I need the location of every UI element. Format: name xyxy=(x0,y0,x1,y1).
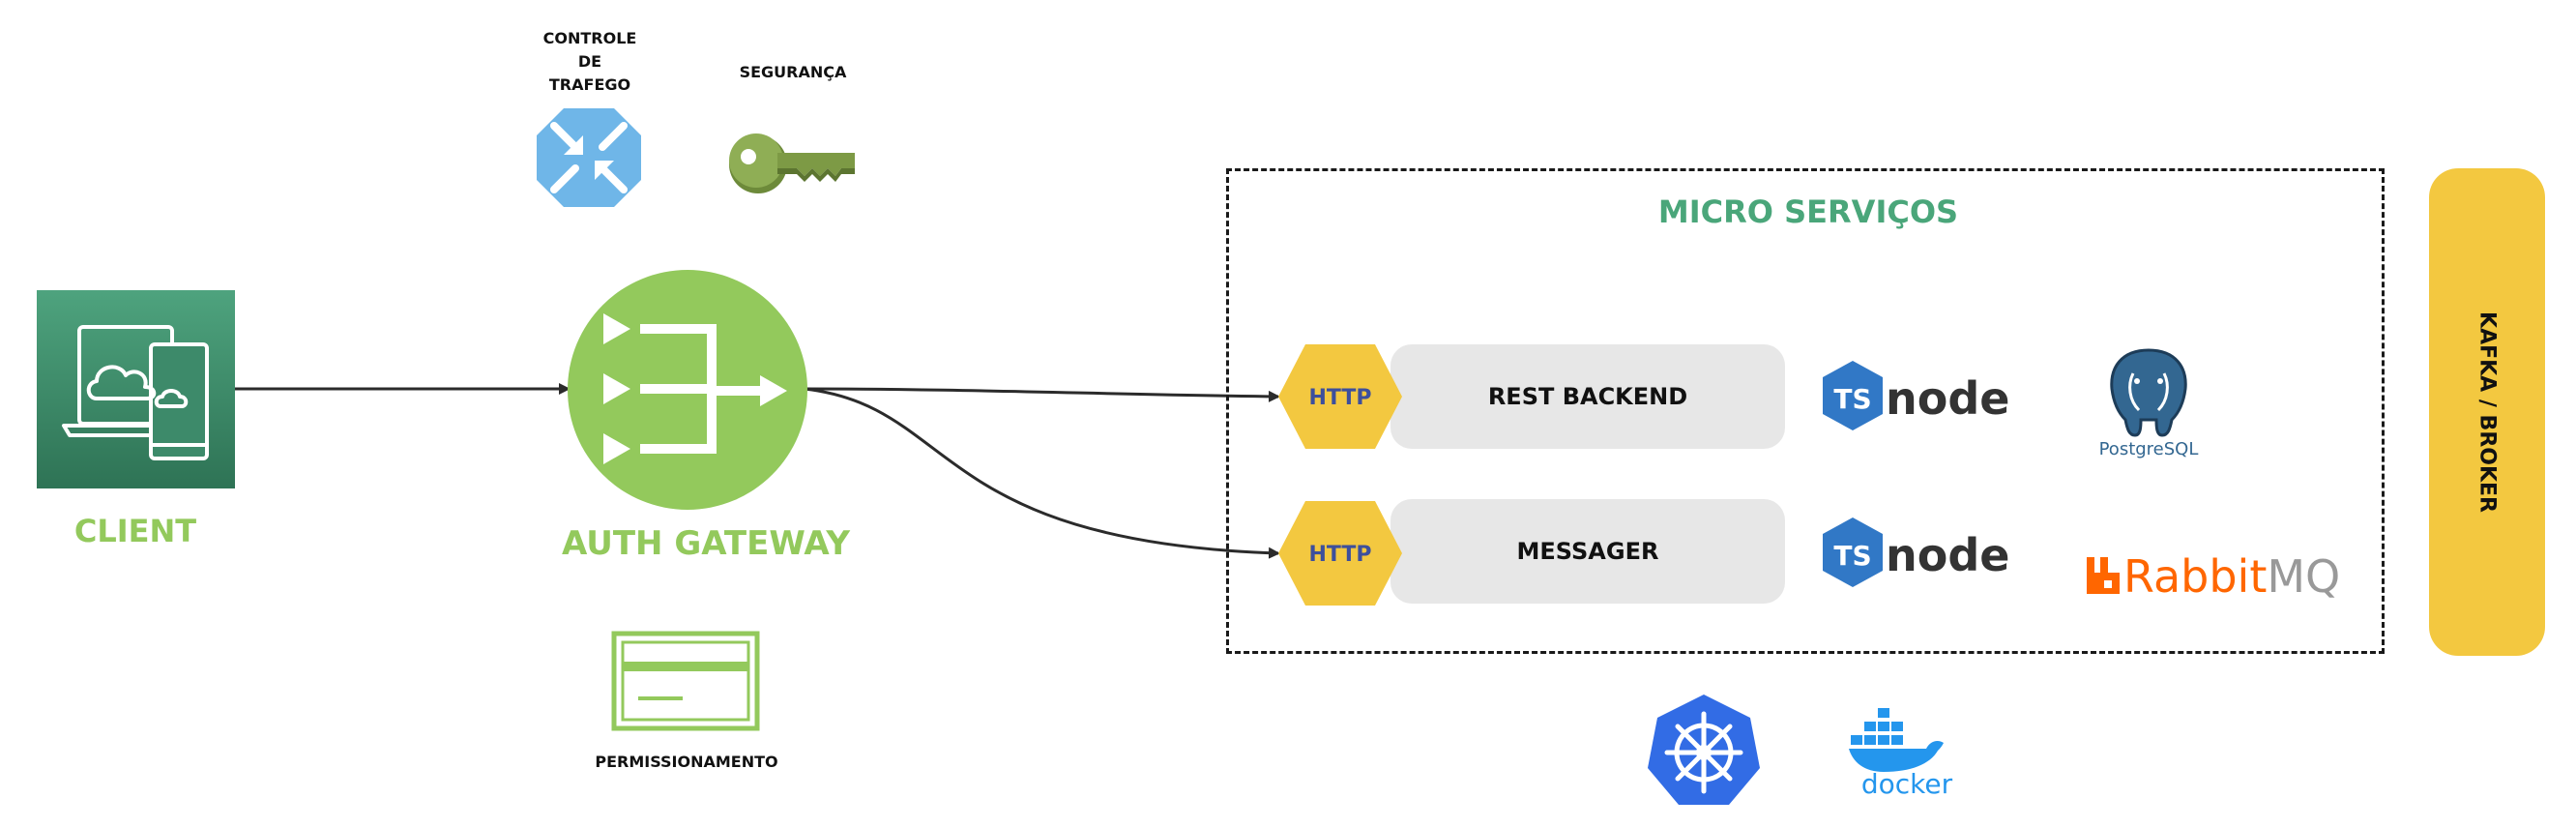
rabbitmq-text-suffix: MQ xyxy=(2267,550,2340,598)
ts-node-logo-messager: TS node xyxy=(1823,518,2009,587)
ts-badge-messager: TS xyxy=(1833,540,1871,572)
http-label-rest: HTTP xyxy=(1308,386,1371,410)
docker-text: docker xyxy=(1861,768,1953,795)
http-hex-rest[interactable]: HTTP xyxy=(1276,342,1404,451)
permission-card-icon xyxy=(611,631,760,731)
rest-backend-label: REST BACKEND xyxy=(1487,383,1688,410)
kafka-broker-label: KAFKA / BROKER xyxy=(2474,311,2500,513)
http-hex-messager[interactable]: HTTP xyxy=(1276,499,1404,607)
gateway-router-icon xyxy=(568,270,807,510)
rabbitmq-text: RabbitMQ xyxy=(2123,550,2340,598)
kafka-broker-bar[interactable]: KAFKA / BROKER xyxy=(2429,168,2545,656)
node-text-rest: node xyxy=(1886,372,2009,425)
gateway-to-rest-arrow xyxy=(804,387,1280,402)
messager-label: MESSAGER xyxy=(1516,538,1659,565)
traffic-control-icon xyxy=(537,108,641,207)
traffic-control-label: CONTROLE DE TRAFEGO xyxy=(503,27,677,97)
client-label: CLIENT xyxy=(73,513,197,549)
traffic-control-label-line-2: DE xyxy=(577,52,602,71)
traffic-control-label-line-3: TRAFEGO xyxy=(548,75,631,94)
ts-badge-rest: TS xyxy=(1833,383,1871,415)
rabbitmq-text-prefix: Rabbit xyxy=(2123,550,2267,598)
messager-box[interactable]: MESSAGER xyxy=(1390,499,1785,604)
gateway-to-messager-arrow xyxy=(804,387,1280,559)
rabbitmq-logo: RabbitMQ xyxy=(2087,550,2340,598)
traffic-control-label-line-1: CONTROLE xyxy=(542,29,637,47)
docker-logo: docker xyxy=(1849,708,1953,795)
key-icon xyxy=(729,133,855,193)
node-text-messager: node xyxy=(1886,529,2009,581)
gateway-label: AUTH GATEWAY xyxy=(561,524,850,563)
postgresql-text: PostgreSQL xyxy=(2099,439,2199,459)
postgresql-logo: PostgreSQL xyxy=(2099,348,2199,459)
microservices-boundary xyxy=(1226,168,2385,654)
security-label: SEGURANÇA xyxy=(739,63,847,81)
microservices-title: MICRO SERVIÇOS xyxy=(1657,193,1959,230)
http-label-messager: HTTP xyxy=(1308,543,1371,567)
rest-backend-box[interactable]: REST BACKEND xyxy=(1390,344,1785,449)
ts-node-logo-rest: TS node xyxy=(1823,361,2009,430)
cloud-devices-icon xyxy=(37,290,235,488)
permissions-label: PERMISSIONAMENTO xyxy=(595,753,778,771)
kubernetes-icon xyxy=(1648,695,1760,805)
